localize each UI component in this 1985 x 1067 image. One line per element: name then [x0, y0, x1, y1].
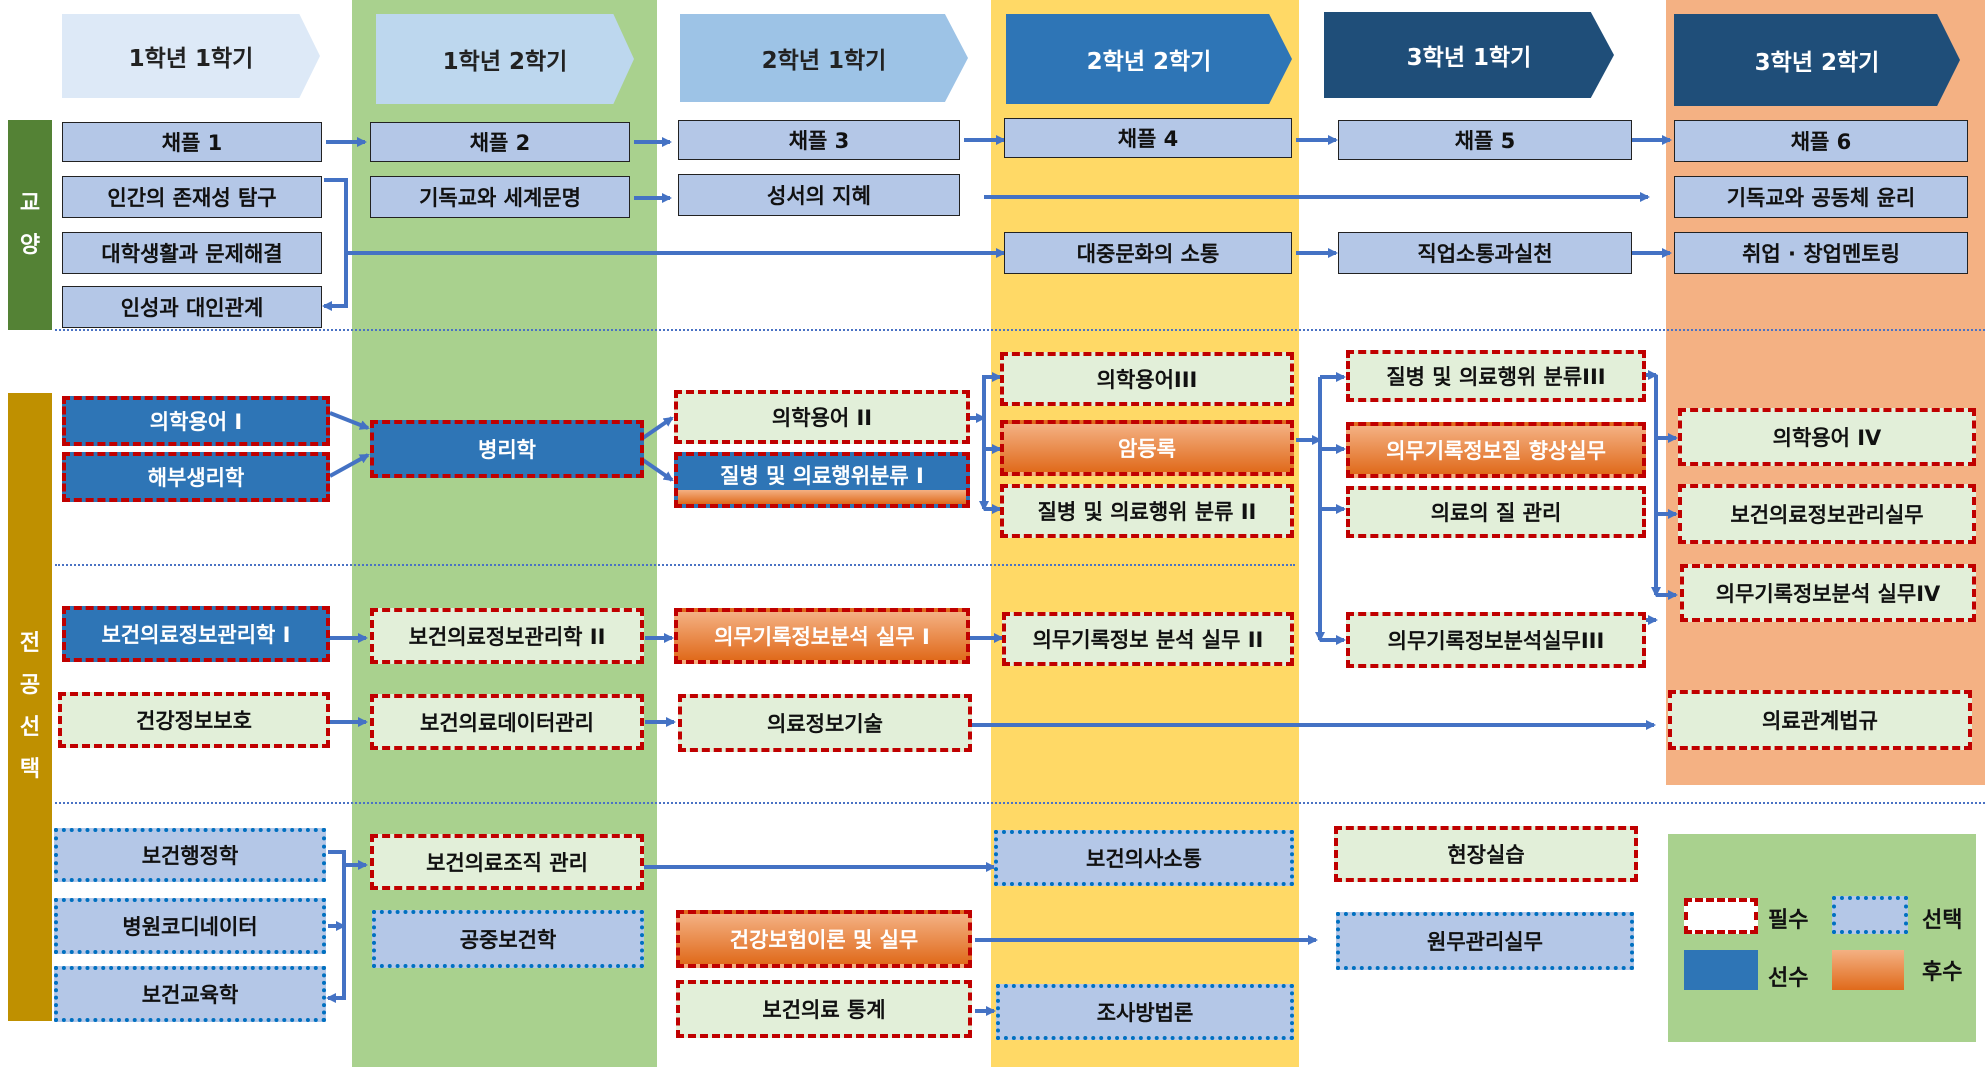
course-pathology[interactable]: 병리학	[370, 420, 644, 478]
course-health-privacy[interactable]: 건강정보보호	[58, 692, 330, 748]
category-general: 교 양	[8, 120, 52, 330]
course-record-analysis-1[interactable]: 의무기록정보분석 실무 I	[674, 608, 970, 664]
category-major-char: 전	[19, 631, 41, 657]
legend-label-elective: 선택	[1922, 908, 1963, 933]
legend-label-required: 필수	[1768, 908, 1809, 933]
course-med-term-3[interactable]: 의학용어III	[1000, 352, 1294, 406]
course-field-practice[interactable]: 현장실습	[1334, 826, 1638, 882]
legend-swatch-required	[1684, 898, 1758, 934]
course-record-analysis-4[interactable]: 의무기록정보분석 실무IV	[1680, 564, 1976, 622]
course-disease-class-3[interactable]: 질병 및 의료행위 분류III	[1346, 350, 1646, 402]
course-chapel-1[interactable]: 채플 1	[62, 122, 322, 162]
category-major-char: 택	[19, 756, 41, 782]
semester-header-1-1: 1학년 1학기	[62, 14, 320, 98]
semester-header-3-2: 3학년 2학기	[1674, 14, 1960, 106]
semester-header-3-1: 3학년 1학기	[1324, 12, 1614, 98]
course-med-term-4[interactable]: 의학용어 IV	[1678, 408, 1976, 466]
course-disease-class-1[interactable]: 질병 및 의료행위분류 I	[674, 452, 970, 508]
course-personality[interactable]: 인성과 대인관계	[62, 286, 322, 328]
category-major: 전 공 선 택	[8, 393, 52, 1021]
course-disease-class-2[interactable]: 질병 및 의료행위 분류 II	[1000, 484, 1294, 538]
course-org-mgmt[interactable]: 보건의료조직 관리	[370, 834, 644, 890]
legend	[1668, 834, 1976, 1042]
course-him-1[interactable]: 보건의료정보관리학 I	[62, 606, 330, 662]
course-research-methods[interactable]: 조사방법론	[996, 984, 1294, 1040]
course-startup-mentoring[interactable]: 취업 · 창업멘토링	[1674, 232, 1968, 274]
course-med-term-1[interactable]: 의학용어 I	[62, 396, 330, 446]
category-general-char: 교	[19, 191, 41, 217]
course-med-term-2[interactable]: 의학용어 II	[674, 390, 970, 444]
course-chapel-5[interactable]: 채플 5	[1338, 120, 1632, 160]
course-info-tech[interactable]: 의료정보기술	[678, 694, 972, 752]
course-christian-ethics[interactable]: 기독교와 공동체 윤리	[1674, 176, 1968, 218]
course-chapel-3[interactable]: 채플 3	[678, 120, 960, 160]
course-job-practice[interactable]: 직업소통과실천	[1338, 232, 1632, 274]
course-record-analysis-3[interactable]: 의무기록정보분석실무III	[1346, 612, 1646, 668]
course-bible-wisdom[interactable]: 성서의 지혜	[678, 174, 960, 216]
course-health-education[interactable]: 보건교육학	[54, 966, 326, 1022]
semester-header-2-1: 2학년 1학기	[680, 14, 968, 102]
course-record-quality[interactable]: 의무기록정보질 향상실무	[1346, 422, 1646, 478]
separator-line	[55, 329, 1985, 331]
course-chapel-6[interactable]: 채플 6	[1674, 120, 1968, 162]
category-major-char: 선	[19, 715, 41, 740]
course-health-statistics[interactable]: 보건의료 통계	[676, 980, 972, 1038]
course-billing-practice[interactable]: 원무관리실무	[1336, 912, 1634, 970]
course-college-life[interactable]: 대학생활과 문제해결	[62, 232, 322, 274]
course-hospital-coordinator[interactable]: 병원코디네이터	[54, 898, 326, 954]
semester-header-1-2: 1학년 2학기	[376, 14, 634, 104]
course-pop-culture[interactable]: 대중문화의 소통	[1004, 232, 1292, 274]
course-chapel-2[interactable]: 채플 2	[370, 122, 630, 162]
semester-header-2-2: 2학년 2학기	[1006, 14, 1292, 104]
course-anatomy[interactable]: 해부생리학	[62, 452, 330, 502]
course-quality-mgmt[interactable]: 의료의 질 관리	[1346, 486, 1646, 538]
category-major-char: 공	[19, 673, 41, 699]
legend-label-prerequisite: 선수	[1768, 966, 1809, 991]
course-health-admin[interactable]: 보건행정학	[54, 828, 326, 882]
legend-swatch-subsequent	[1832, 950, 1904, 990]
course-chapel-4[interactable]: 채플 4	[1004, 118, 1292, 158]
course-data-mgmt[interactable]: 보건의료데이터관리	[370, 694, 644, 750]
separator-line	[55, 564, 1295, 566]
course-record-analysis-2[interactable]: 의무기록정보 분석 실무 II	[1002, 612, 1294, 666]
course-insurance[interactable]: 건강보험이론 및 실무	[676, 910, 972, 968]
course-him-practice[interactable]: 보건의료정보관리실무	[1678, 484, 1976, 544]
course-christian-world[interactable]: 기독교와 세계문명	[370, 176, 630, 218]
course-disease-class-1-label: 질병 및 의료행위분류 I	[720, 464, 924, 488]
legend-label-subsequent: 후수	[1922, 960, 1963, 985]
course-cancer-registry[interactable]: 암등록	[1000, 420, 1294, 476]
course-human-existence[interactable]: 인간의 존재성 탐구	[62, 176, 322, 218]
legend-swatch-elective	[1832, 896, 1908, 934]
legend-swatch-prerequisite	[1684, 950, 1758, 990]
category-general-char: 양	[19, 233, 41, 258]
course-medical-law[interactable]: 의료관계법규	[1668, 690, 1972, 750]
course-health-communication[interactable]: 보건의사소통	[994, 830, 1294, 886]
separator-line	[55, 802, 1985, 804]
course-public-health[interactable]: 공중보건학	[372, 910, 644, 968]
course-him-2[interactable]: 보건의료정보관리학 II	[370, 608, 644, 664]
